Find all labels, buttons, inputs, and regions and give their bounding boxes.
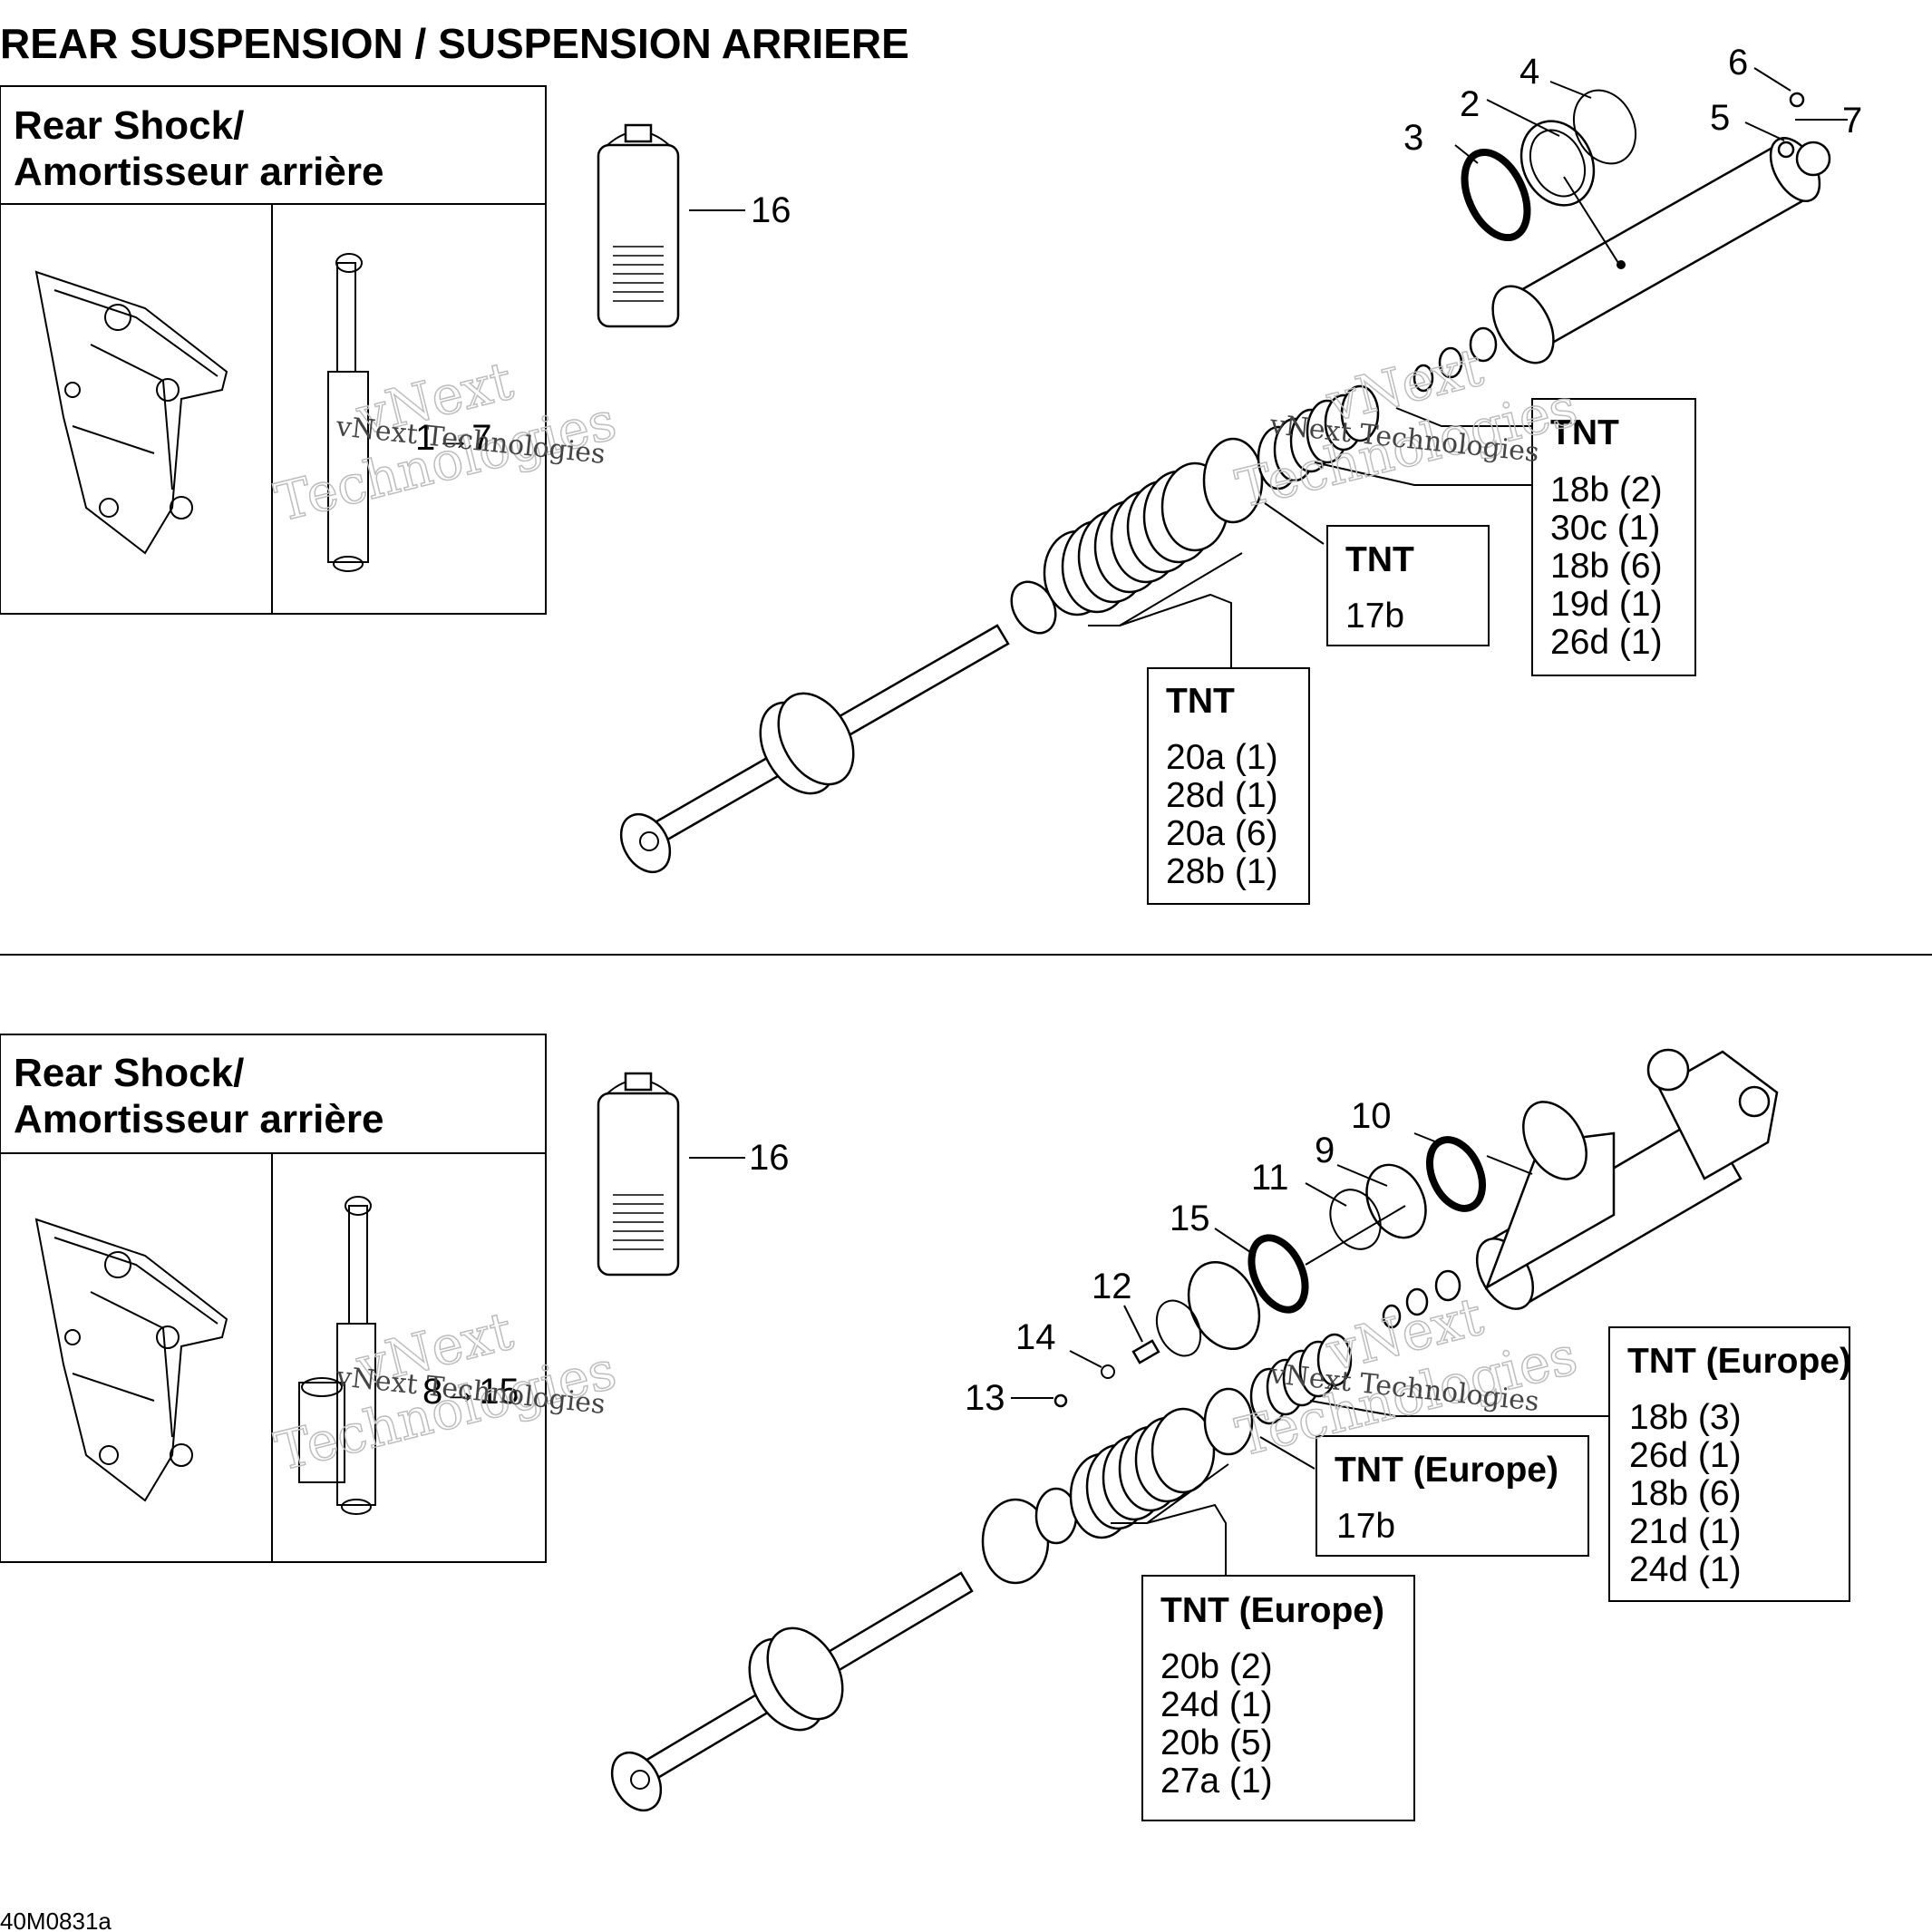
bottom-box-2-title: TNT (Europe) (1335, 1451, 1558, 1490)
bottom-box-3-title: TNT (Europe) (1160, 1591, 1384, 1630)
top-box-3-line-1: 20a (1) (1166, 738, 1278, 777)
valve-12 (1131, 1339, 1160, 1364)
bottom-header-panel: Rear Shock/ Amortisseur arrière 8→15 (0, 1034, 547, 1563)
bottom-box-1: TNT (Europe) 18b (3) 26d (1) 18b (6) 21d… (1608, 1326, 1851, 1602)
bottom-header-line1: Rear Shock/ (14, 1051, 244, 1095)
top-box-3-line-4: 28b (1) (1166, 852, 1278, 891)
top-box-3-title: TNT (1166, 682, 1235, 721)
bottom-box-2-line-1: 17b (1336, 1507, 1395, 1546)
top-box-1: TNT 18b (2) 30c (1) 18b (6) 19d (1) 26d … (1531, 398, 1696, 676)
bottom-box-leaders (1111, 1400, 1609, 1582)
shock-body-top (1491, 137, 1831, 364)
top-box-2: TNT 17b (1326, 525, 1490, 646)
swing-arm-thumbnail (34, 270, 228, 555)
o-ring-10 (1425, 1136, 1487, 1212)
top-box-1-line-1: 18b (2) (1550, 471, 1663, 510)
seal-ring-3 (1461, 148, 1531, 242)
bottom-box-3-line-1: 20b (2) (1160, 1647, 1273, 1686)
bottom-box-3-line-4: 27a (1) (1160, 1762, 1273, 1801)
callout-6: 6 (1728, 43, 1748, 83)
bottom-box-3-line-2: 24d (1) (1160, 1685, 1273, 1724)
top-box-3-line-2: 28d (1) (1166, 776, 1278, 815)
shock-thumbnail-bottom (298, 1196, 376, 1515)
top-box-1-line-2: 30c (1) (1550, 509, 1660, 548)
bottom-section: Rear Shock/ Amortisseur arrière 8→15 (0, 1034, 1851, 1821)
top-box-1-line-5: 26d (1) (1550, 623, 1663, 662)
bottom-callout-leaders (1011, 1132, 1533, 1399)
top-box-3: TNT 20a (1) 28d (1) 20a (6) 28b (1) (1147, 667, 1310, 905)
callout-10: 10 (1351, 1096, 1392, 1136)
callout-9: 9 (1315, 1131, 1335, 1170)
bottom-box-1-line-5: 24d (1) (1629, 1550, 1742, 1589)
bottom-box-1-line-1: 18b (3) (1629, 1398, 1742, 1437)
bottom-box-2: TNT (Europe) 17b (1316, 1435, 1589, 1557)
shim-stack-top (1043, 326, 1498, 616)
shock-thumbnail (327, 253, 369, 572)
bottom-box-1-line-2: 26d (1) (1629, 1436, 1742, 1475)
bottle-label-lines (613, 246, 664, 302)
bottom-box-3: TNT (Europe) 20b (2) 24d (1) 20b (5) 27a… (1141, 1575, 1415, 1821)
callout-11: 11 (1251, 1158, 1289, 1198)
shock-body-bottom (1475, 1048, 1779, 1310)
callout-7: 7 (1842, 101, 1862, 141)
top-box-leaders (1088, 407, 1532, 671)
top-callout-leaders (1454, 67, 1848, 264)
shaft-assembly-top (619, 580, 1057, 874)
o-ring-4 (1572, 89, 1637, 165)
top-header-line2: Amortisseur arrière (14, 150, 383, 194)
top-range-label: 1→7 (415, 418, 492, 458)
piston-bottom (1187, 1260, 1261, 1351)
callout-5: 5 (1710, 98, 1730, 138)
top-box-2-line-1: 17b (1345, 597, 1404, 636)
seal-15 (1248, 1234, 1309, 1314)
bottom-box-1-title: TNT (Europe) (1627, 1342, 1851, 1381)
top-box-1-title: TNT (1550, 413, 1619, 452)
top-header-panel: Rear Shock/ Amortisseur arrière 1→7 (0, 85, 547, 615)
page-title: REAR SUSPENSION / SUSPENSION ARRIERE (0, 20, 909, 67)
drawing-code: 40M0831a (0, 1908, 112, 1932)
bottom-box-1-line-4: 21d (1) (1629, 1512, 1742, 1551)
screw-13 (1053, 1393, 1068, 1408)
callout-2: 2 (1460, 84, 1480, 124)
bottom-range-label: 8→15 (422, 1372, 519, 1412)
shaft-assembly-bottom (610, 1498, 1050, 1812)
bottom-header-line2: Amortisseur arrière (14, 1097, 383, 1141)
swing-arm-thumbnail-bottom (34, 1218, 228, 1502)
cap-9 (1365, 1163, 1427, 1239)
shim-stack-bottom (1034, 1269, 1461, 1545)
bottom-box-3-line-3: 20b (5) (1160, 1723, 1273, 1762)
callout-15: 15 (1170, 1199, 1210, 1238)
oil-bottle-bottom (597, 1072, 680, 1277)
callout-13: 13 (965, 1378, 1005, 1418)
washer-14 (1101, 1364, 1115, 1379)
callout-4: 4 (1519, 52, 1539, 92)
top-box-1-line-3: 18b (6) (1550, 547, 1663, 586)
callout-16-bottom: 16 (749, 1138, 790, 1178)
top-section: Rear Shock/ Amortisseur arrière 1→7 (0, 43, 1862, 905)
bearing-cap-2 (1519, 120, 1596, 207)
oil-bottle-top (597, 123, 680, 328)
ring-11 (1329, 1189, 1382, 1250)
top-box-1-line-4: 19d (1) (1550, 585, 1663, 624)
callout-16-top: 16 (751, 190, 791, 230)
screw-6 (1789, 92, 1805, 108)
watermark-top: vNext Technologies vNext Technologies vN… (268, 335, 1583, 535)
top-box-2-title: TNT (1345, 540, 1414, 579)
callout-3: 3 (1403, 118, 1423, 158)
callout-12: 12 (1092, 1267, 1132, 1306)
bottom-box-1-line-3: 18b (6) (1629, 1474, 1742, 1513)
fitting-5 (1777, 141, 1795, 159)
top-box-3-line-3: 20a (6) (1166, 814, 1278, 853)
callout-14: 14 (1015, 1317, 1056, 1357)
ring-12 (1155, 1299, 1202, 1357)
top-header-line1: Rear Shock/ (14, 103, 244, 148)
